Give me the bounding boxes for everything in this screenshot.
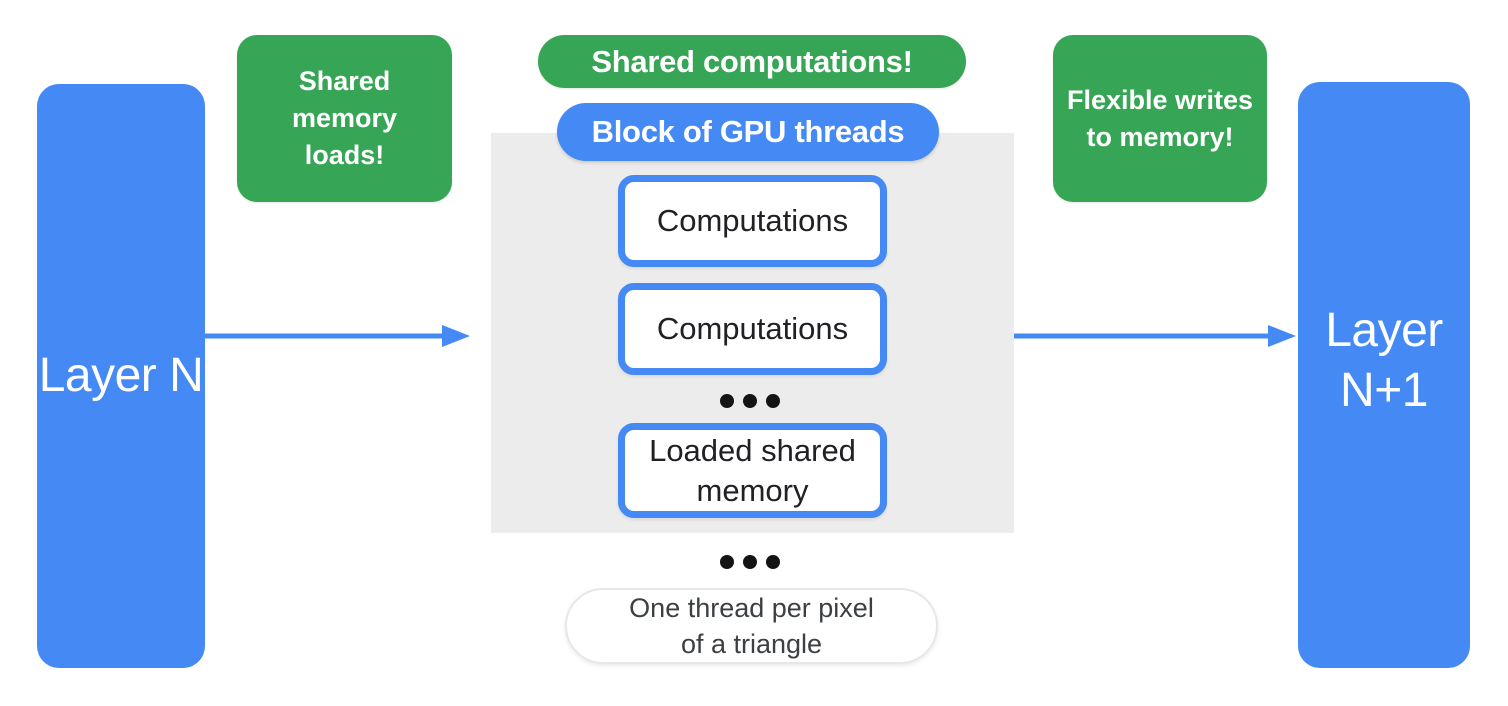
thread-box-loaded-shared-memory-label: Loaded shared memory bbox=[649, 432, 856, 508]
thread-box-loaded-shared-memory: Loaded shared memory bbox=[618, 423, 887, 518]
caption-pill: One thread per pixel of a triangle bbox=[565, 588, 938, 664]
note-flexible-writes-text: Flexible writes to memory! bbox=[1066, 84, 1254, 152]
dot-icon bbox=[743, 555, 757, 569]
arrow-layer-n-to-block-icon bbox=[205, 325, 470, 347]
dot-icon bbox=[743, 394, 757, 408]
layer-n-plus-1-box: Layer N+1 bbox=[1298, 82, 1470, 668]
note-shared-memory-loads-text: Shared memory loads! bbox=[291, 66, 398, 170]
ellipsis-blocks bbox=[720, 555, 780, 569]
dot-icon bbox=[720, 394, 734, 408]
dot-icon bbox=[766, 555, 780, 569]
pill-block-of-gpu-threads: Block of GPU threads bbox=[557, 103, 939, 161]
layer-n-plus-1-label: Layer N+1 bbox=[1325, 304, 1443, 417]
arrow-head bbox=[1268, 325, 1296, 347]
layer-n-box: Layer N bbox=[37, 84, 205, 668]
thread-box-computations-2-label: Computations bbox=[656, 311, 849, 346]
note-flexible-writes: Flexible writes to memory! bbox=[1053, 35, 1267, 202]
pill-shared-computations: Shared computations! bbox=[538, 35, 966, 88]
layer-n-label: Layer N bbox=[38, 349, 204, 402]
pill-block-of-gpu-threads-text: Block of GPU threads bbox=[591, 114, 905, 149]
thread-box-computations-1: Computations bbox=[618, 175, 887, 267]
dot-icon bbox=[720, 555, 734, 569]
thread-box-computations-1-label: Computations bbox=[656, 203, 849, 238]
note-shared-memory-loads: Shared memory loads! bbox=[237, 35, 452, 202]
thread-box-computations-2: Computations bbox=[618, 283, 887, 375]
dot-icon bbox=[766, 394, 780, 408]
pill-shared-computations-text: Shared computations! bbox=[591, 43, 913, 79]
ellipsis-threads bbox=[720, 394, 780, 408]
caption-text: One thread per pixel of a triangle bbox=[629, 593, 874, 659]
arrow-head bbox=[442, 325, 470, 347]
arrow-block-to-layer-n-plus-1-icon bbox=[1014, 325, 1296, 347]
